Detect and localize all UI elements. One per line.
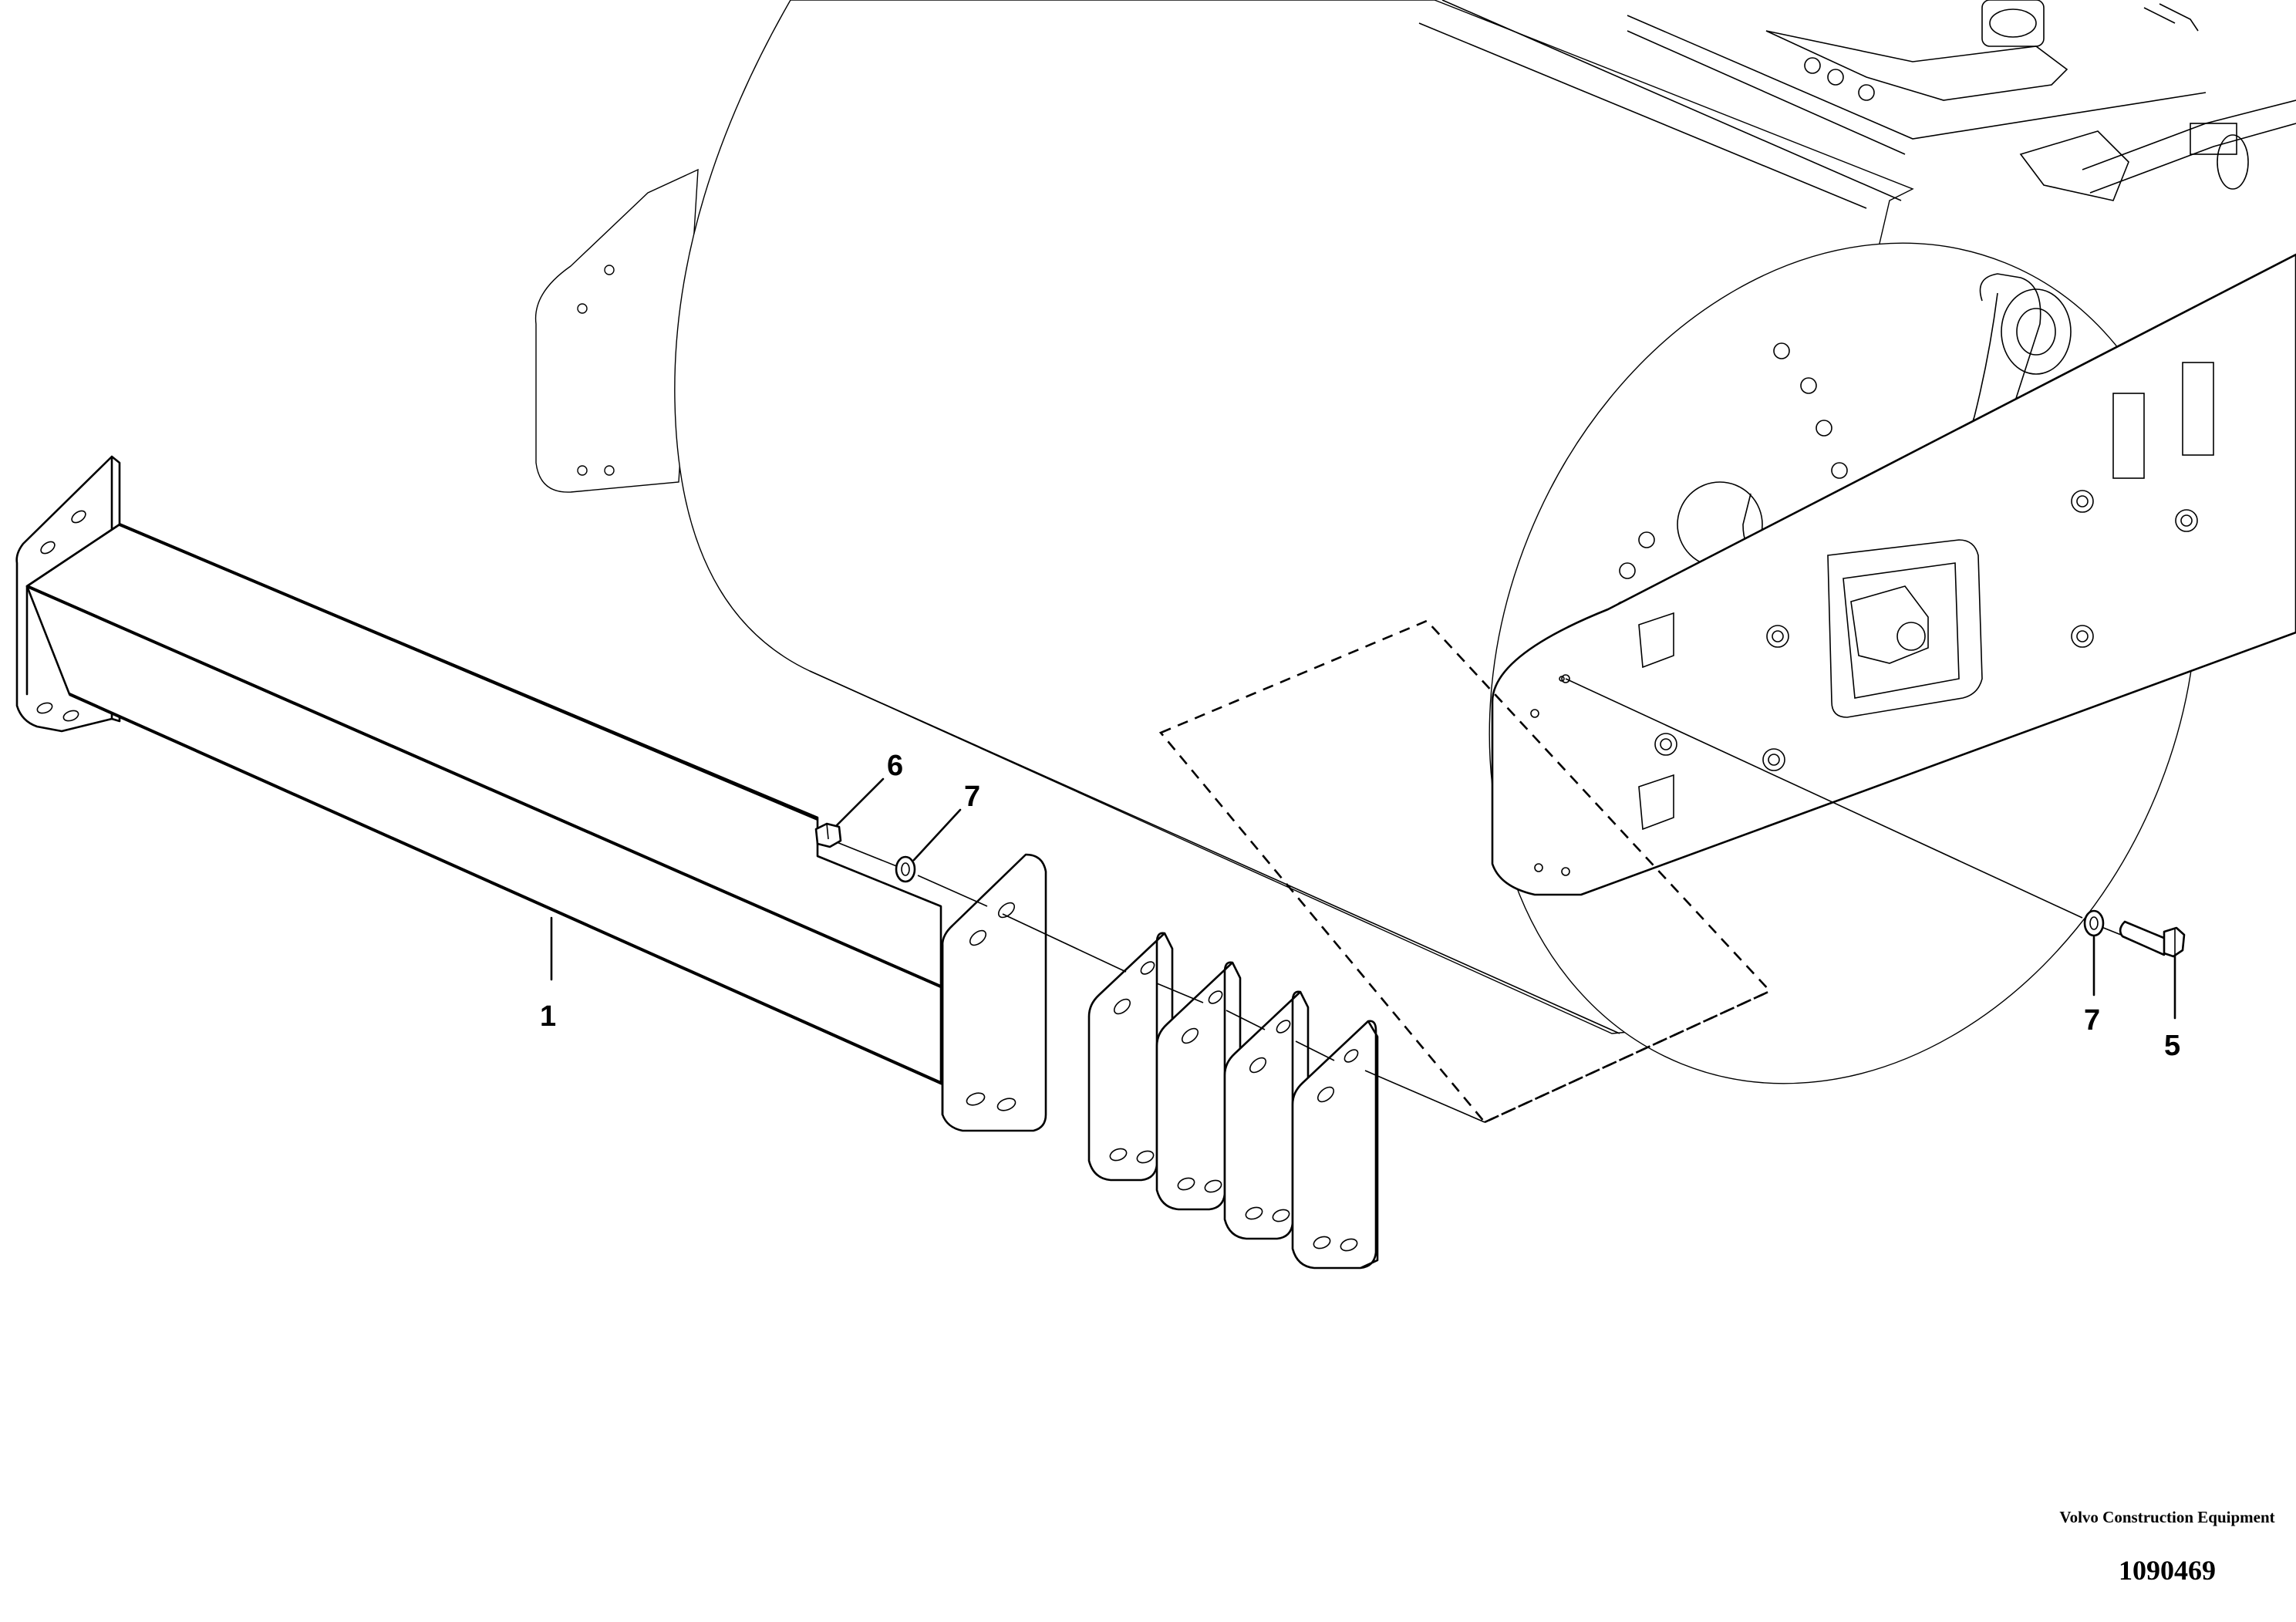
brand-name: Volvo Construction Equipment [2059,1508,2275,1526]
shim-plate [1291,1020,1379,1270]
drawing-number: 1090469 [2119,1555,2216,1586]
assembly-reference-box [1158,619,1772,1124]
part-7-washer [2083,909,2105,937]
upper-frame [1627,15,2207,155]
beam-body [25,523,942,1085]
part-6-nut [814,822,842,848]
assembly-lines [832,619,2122,1124]
callout-7: 7 [2084,1004,2100,1037]
shim-plate [1087,932,1174,1182]
side-frame-plate [1491,253,2296,896]
ghost-bracket [534,168,699,493]
callout-6: 6 [887,750,903,782]
leader-lines [550,777,2176,1020]
side-plate-bolts [1654,490,2198,771]
callout-7: 7 [964,781,980,813]
part-7-washer [895,855,916,883]
drum-roller-background [534,0,2296,1084]
beam-right-bracket [941,853,1047,1132]
part-5-bolt [2119,920,2186,958]
part-1-scraper-beam [15,455,1047,1132]
shim-plates [1087,932,1379,1270]
callout-5: 5 [2164,1030,2180,1062]
callout-1: 1 [540,1000,556,1033]
